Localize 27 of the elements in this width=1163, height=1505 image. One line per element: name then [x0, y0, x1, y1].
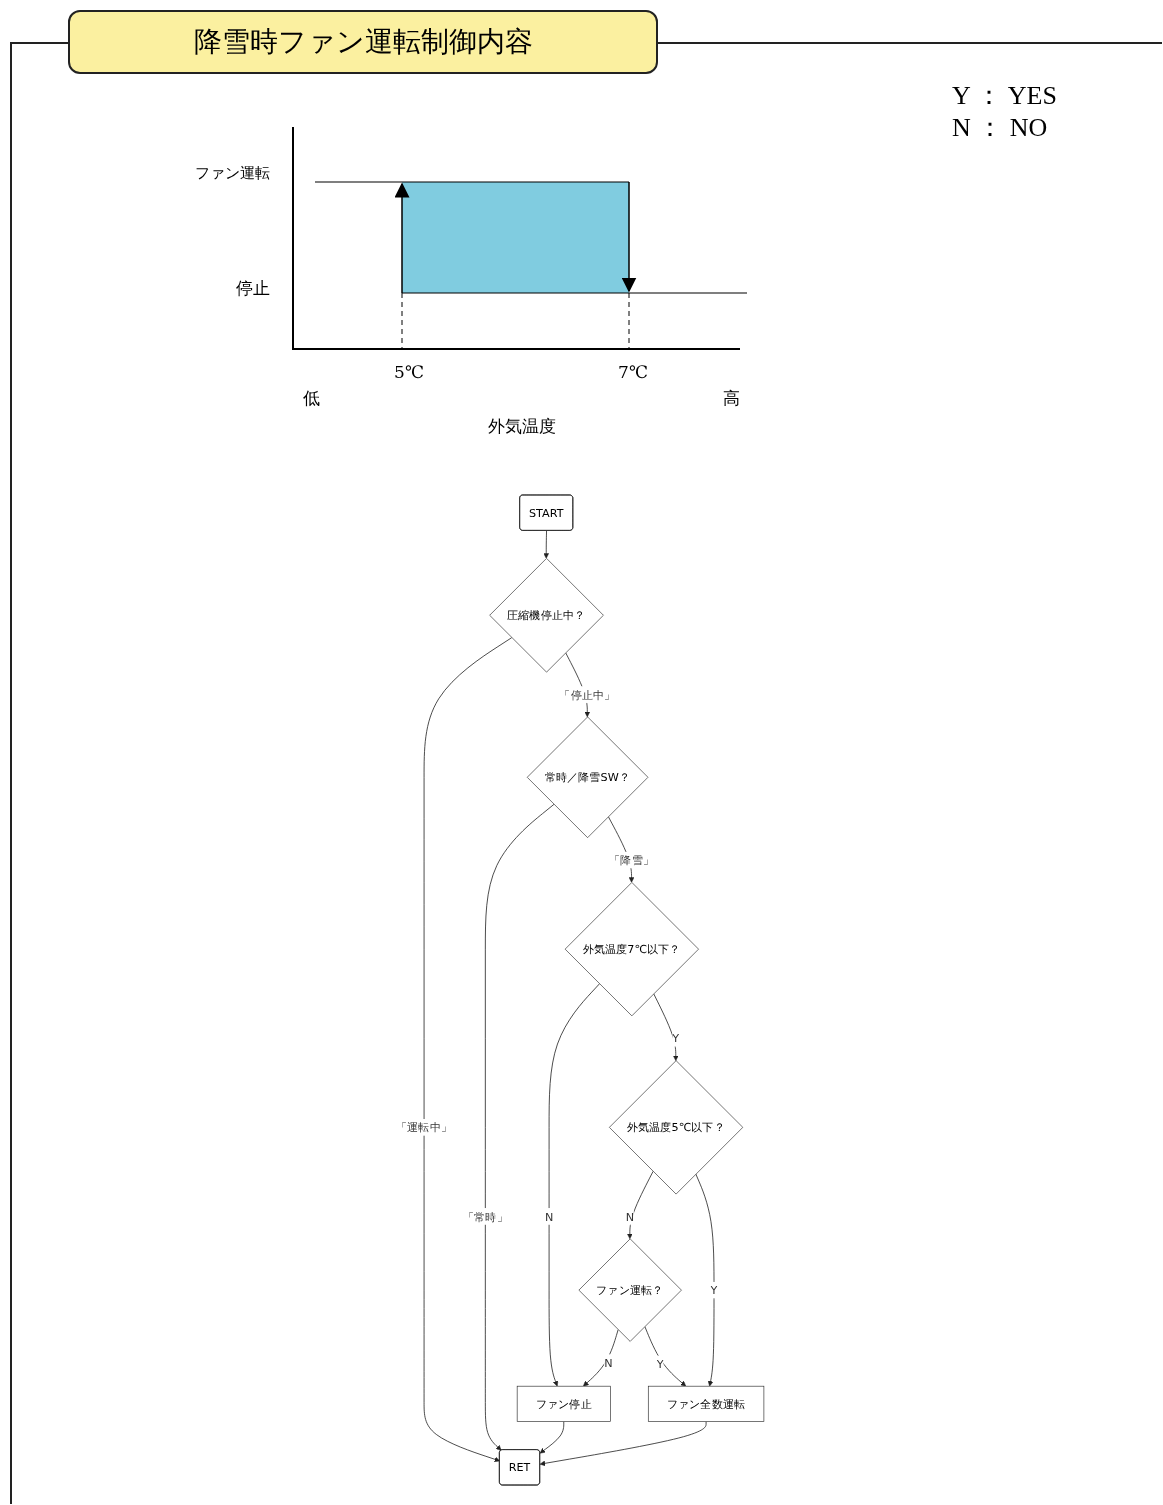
- tick-label: 低: [302, 388, 320, 408]
- title-banner: 降雪時ファン運転制御内容: [68, 10, 658, 74]
- node-diamond: 常時／降雪SW？: [526, 716, 649, 838]
- axis-label: ファン運転: [195, 164, 270, 182]
- legend-note: Y ： YES: [952, 80, 1057, 112]
- tick-label: 7℃: [618, 362, 648, 382]
- node-diamond: 外気温度7℃以下？: [564, 882, 699, 1017]
- tick-label: 高: [722, 388, 740, 408]
- edge-label: 「降雪」: [609, 853, 654, 867]
- legend-note: N ： NO: [952, 112, 1048, 144]
- node-box: ファン全数運転: [647, 1385, 765, 1422]
- edge-label: 「停止中」: [559, 688, 616, 702]
- node-diamond: ファン運転？: [578, 1238, 682, 1342]
- edge-label: N: [625, 1209, 635, 1223]
- edge-label: Y: [672, 1031, 680, 1045]
- edge-label: 「運転中」: [396, 1120, 453, 1134]
- axis-label: 停止: [236, 278, 270, 298]
- edge-label: Y: [656, 1357, 664, 1371]
- edge-label: Y: [710, 1283, 718, 1297]
- edge-label: N: [544, 1209, 554, 1223]
- edge-label: N: [604, 1356, 613, 1370]
- node-diamond: 外気温度5℃以下？: [609, 1060, 744, 1195]
- tick-label: 外気温度: [488, 416, 556, 436]
- edge-label: 「常時」: [462, 1209, 508, 1223]
- tick-label: 5℃: [394, 362, 424, 382]
- node-box: ファン停止: [516, 1385, 611, 1422]
- node-diamond: 圧縮機停止中？: [489, 558, 604, 673]
